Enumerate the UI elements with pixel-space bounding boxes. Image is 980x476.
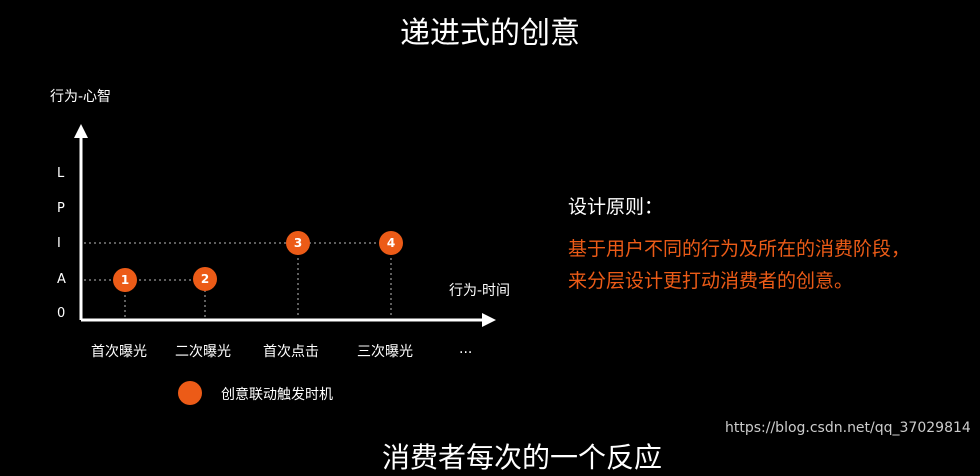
marker-1-label: 1 — [121, 273, 129, 287]
legend-label: 创意联动触发时机 — [221, 387, 333, 403]
x-tick-first-click: 首次点击 — [263, 344, 319, 360]
y-tick-a: A — [57, 272, 66, 287]
x-tick-third-exposure: 三次曝光 — [357, 344, 413, 360]
x-axis-label: 行为-时间 — [449, 283, 511, 299]
x-tick-first-exposure: 首次曝光 — [91, 344, 147, 360]
marker-3: 3 — [286, 231, 310, 255]
marker-2-label: 2 — [201, 272, 209, 286]
diagram-canvas: 1 2 3 4 — [74, 124, 496, 327]
x-tick-second-exposure: 二次曝光 — [175, 344, 231, 360]
next-slide-title-partial: 消费者每次的一个反应 — [382, 441, 663, 474]
principle-line-2: 来分层设计更打动消费者的创意。 — [568, 270, 854, 292]
principle-line-1: 基于用户不同的行为及所在的消费阶段， — [568, 238, 911, 260]
y-axis-arrow — [74, 124, 88, 138]
y-tick-zero: 0 — [57, 306, 66, 321]
y-axis-label: 行为-心智 — [50, 89, 112, 105]
y-tick-i: I — [57, 236, 61, 251]
marker-4-label: 4 — [387, 236, 395, 250]
y-tick-l: L — [57, 166, 65, 181]
marker-1: 1 — [113, 268, 137, 292]
watermark: https://blog.csdn.net/qq_37029814 — [725, 420, 971, 436]
marker-3-label: 3 — [294, 236, 302, 250]
x-tick-ellipsis: ... — [459, 341, 473, 357]
legend-marker-icon — [178, 381, 202, 405]
y-tick-p: P — [57, 201, 65, 216]
page-title: 递进式的创意 — [400, 16, 580, 51]
marker-4: 4 — [379, 231, 403, 255]
principle-title: 设计原则： — [568, 196, 664, 218]
marker-2: 2 — [193, 267, 217, 291]
x-axis-arrow — [482, 313, 496, 327]
